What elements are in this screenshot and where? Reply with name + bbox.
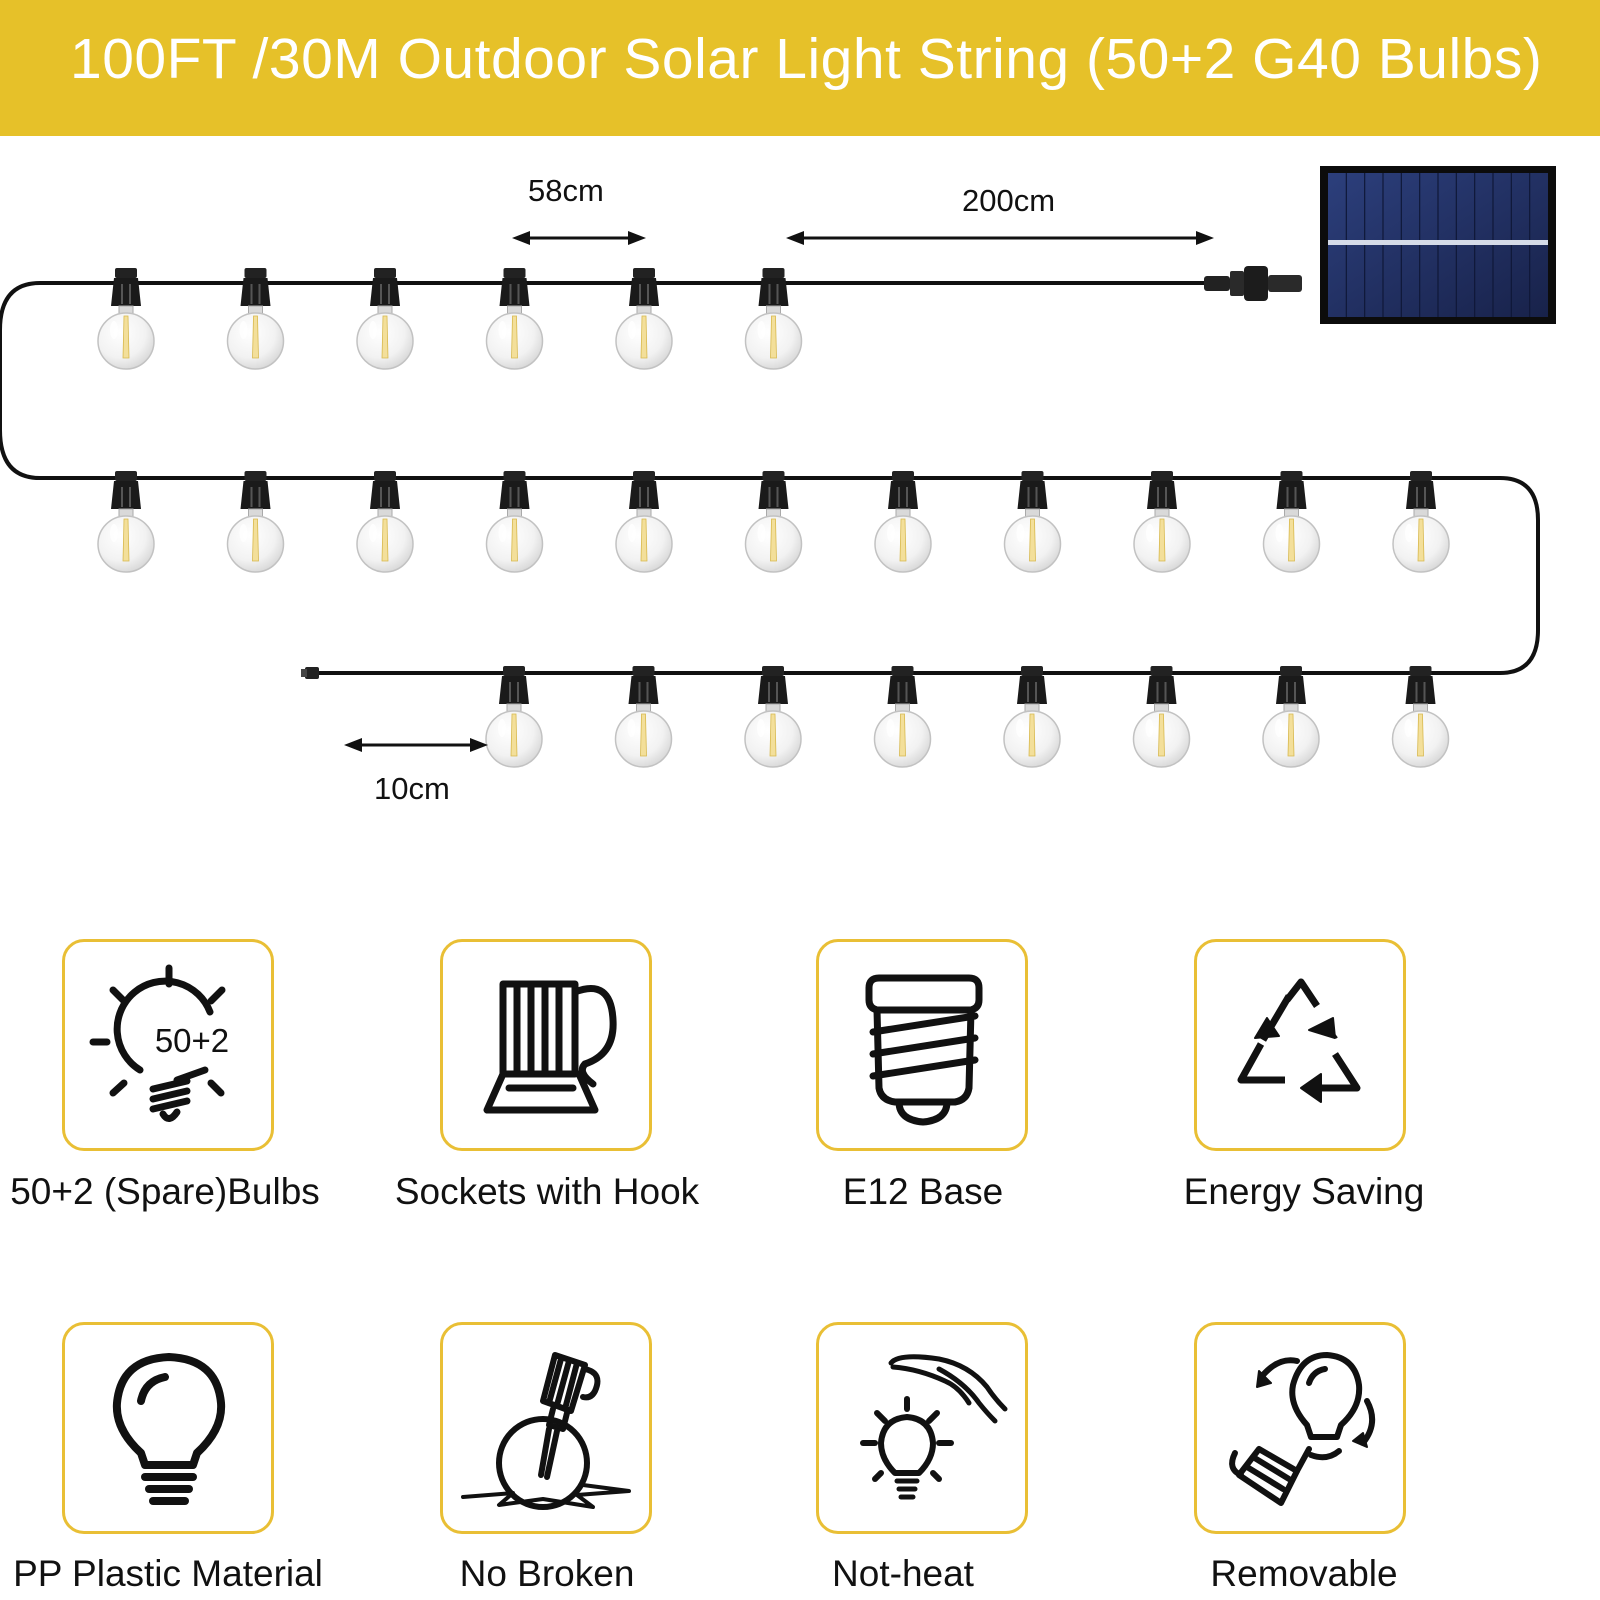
end-cap-icon bbox=[301, 667, 319, 679]
feature-card-removable bbox=[1194, 1322, 1406, 1534]
title-banner: 100FT /30M Outdoor Solar Light String (5… bbox=[0, 0, 1600, 136]
feature-card-sockets bbox=[440, 939, 652, 1151]
feature-card-not-heat bbox=[816, 1322, 1028, 1534]
rotate-bulb-icon bbox=[1229, 1352, 1376, 1506]
bulb-icon bbox=[744, 470, 803, 573]
feature-label-not-heat: Not-heat bbox=[832, 1553, 974, 1594]
light-string-diagram bbox=[0, 166, 1556, 768]
dimension-arrows bbox=[344, 231, 1214, 752]
feature-card-pp-plastic bbox=[62, 1322, 274, 1534]
bulb-icon bbox=[1132, 665, 1191, 768]
e12-base-icon bbox=[865, 974, 983, 1126]
feature-label-removable: Removable bbox=[1210, 1553, 1398, 1594]
feature-card-spare-bulbs: 50+2 bbox=[62, 939, 274, 1151]
bulb-icon bbox=[744, 665, 802, 768]
end-cable-label: 10cm bbox=[374, 771, 450, 806]
spare-bulbs-badge: 50+2 bbox=[155, 1022, 229, 1059]
product-title: 100FT /30M Outdoor Solar Light String (5… bbox=[70, 27, 1543, 91]
bulb-icon bbox=[1391, 665, 1450, 768]
bulb-icon bbox=[1133, 470, 1191, 573]
recycle-icon bbox=[1237, 978, 1361, 1103]
bulb-icon bbox=[1262, 665, 1320, 768]
plastic-bulb-icon bbox=[112, 1353, 226, 1505]
bulb-icon bbox=[1392, 470, 1450, 573]
bulbs bbox=[97, 267, 1450, 768]
socket-hook-icon bbox=[483, 980, 617, 1114]
bulb-icon bbox=[1003, 665, 1061, 768]
lead-cable-label: 200cm bbox=[962, 183, 1056, 218]
solar-panel-icon bbox=[1320, 166, 1556, 324]
bulb-icon bbox=[874, 470, 932, 573]
feature-label-e12-base: E12 Base bbox=[842, 1171, 1004, 1212]
feature-label-energy-saving: Energy Saving bbox=[1183, 1171, 1425, 1212]
bulb-icon bbox=[485, 665, 543, 768]
feature-card-energy-saving bbox=[1194, 939, 1406, 1151]
bulb-icon bbox=[614, 665, 673, 768]
bulb-icon bbox=[97, 470, 155, 573]
bulb-icon bbox=[615, 470, 673, 573]
bulb-icon bbox=[356, 470, 414, 573]
feature-label-no-broken: No Broken bbox=[459, 1553, 635, 1594]
bulb-icon bbox=[226, 470, 285, 573]
bulb-icon bbox=[1003, 470, 1062, 573]
shatterproof-bulb-icon bbox=[461, 1352, 631, 1510]
connector-plug bbox=[1204, 266, 1302, 301]
hand-bulb-icon bbox=[860, 1354, 1008, 1500]
bulb-icon bbox=[1262, 470, 1321, 573]
feature-label-spare-bulbs: 50+2 (Spare)Bulbs bbox=[10, 1171, 320, 1212]
spare-bulbs-icon: 50+2 bbox=[89, 964, 229, 1122]
feature-card-no-broken bbox=[440, 1322, 652, 1534]
bulb-icon bbox=[873, 665, 932, 768]
feature-label-sockets: Sockets with Hook bbox=[394, 1171, 700, 1212]
bulb-icon bbox=[485, 470, 544, 573]
bulb-spacing-label: 58cm bbox=[528, 173, 604, 208]
feature-card-e12-base bbox=[816, 939, 1028, 1151]
feature-label-pp-plastic: PP Plastic Material bbox=[13, 1553, 323, 1594]
